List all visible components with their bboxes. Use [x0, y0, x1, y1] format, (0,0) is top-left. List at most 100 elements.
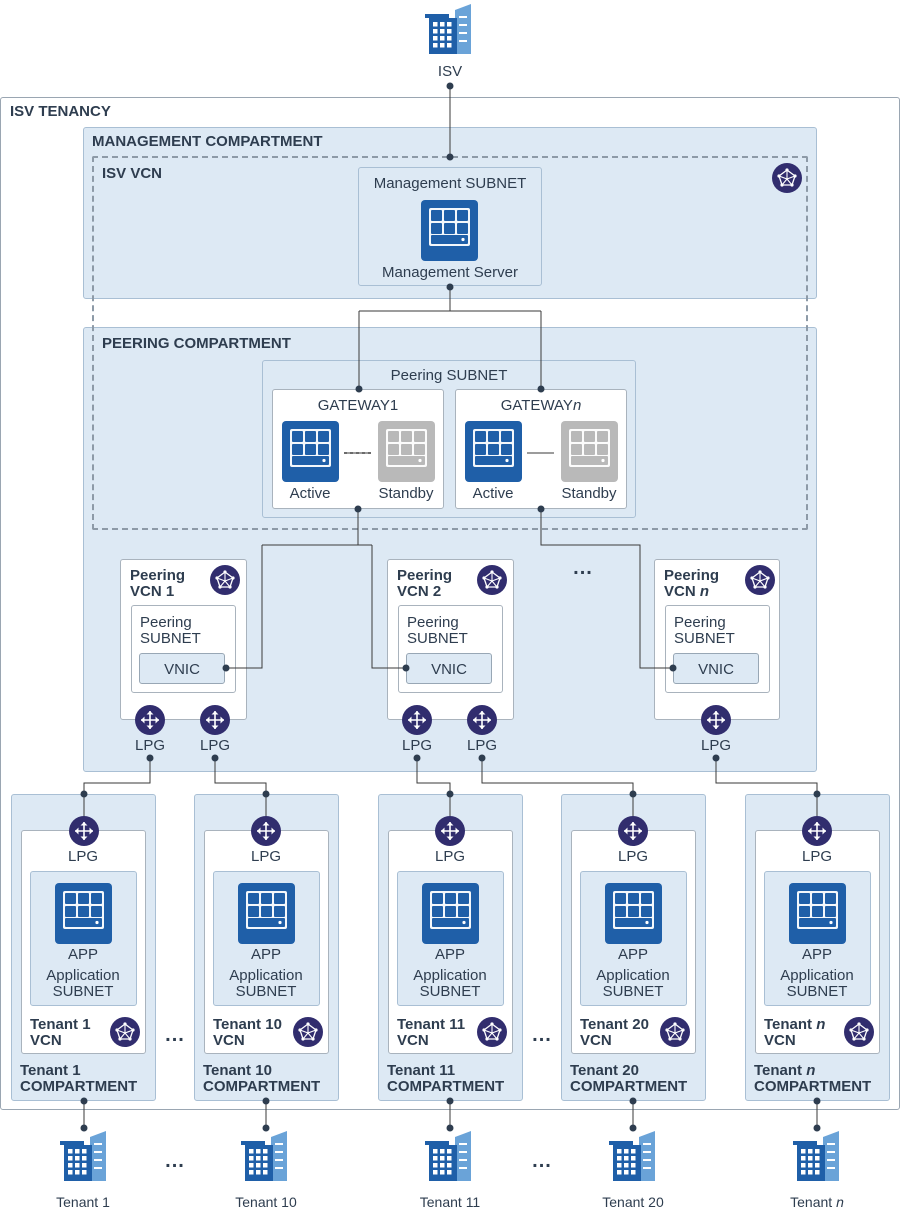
server-cell	[799, 906, 810, 917]
building-roof	[90, 1131, 106, 1137]
tenant-ellipsis: ...	[165, 1024, 185, 1046]
tenant-customer-label: Tenant 11	[420, 1194, 480, 1210]
vcn-node	[780, 183, 784, 187]
tenant-vcn-icon	[477, 1017, 507, 1047]
connector-dot	[80, 790, 88, 798]
building-window	[624, 1149, 629, 1154]
vcn-outline	[850, 1023, 868, 1040]
vcn-node	[865, 1028, 869, 1032]
building-window	[624, 1156, 629, 1161]
tenant-lpg-icon	[802, 816, 832, 846]
building-stripe	[275, 1167, 283, 1169]
building-roof	[455, 4, 471, 10]
server-cell	[414, 431, 425, 442]
building-window	[433, 22, 438, 27]
connector-dot	[446, 1097, 454, 1105]
gatewayn-standby-server-icon	[561, 421, 618, 482]
server-cell	[501, 431, 512, 442]
building-window	[256, 1156, 261, 1161]
server-cell	[458, 906, 469, 917]
tenant-vcn-title-line2: VCN	[397, 1032, 429, 1049]
peering-vcn-1-subnet-line2: SUBNET	[140, 630, 201, 647]
peering-vcn-n-subnet-line2: SUBNET	[674, 630, 735, 647]
vcn-spokes	[751, 572, 769, 588]
server-cell	[641, 906, 652, 917]
vcn-node	[482, 576, 486, 580]
lpg-link-line	[416, 758, 451, 820]
server-cell	[457, 210, 468, 221]
server-drive	[292, 456, 329, 465]
tenant-building-icon	[60, 1131, 106, 1181]
server-drive	[431, 235, 468, 244]
tenant-ellipsis: ...	[532, 1150, 552, 1172]
building-window	[249, 1149, 254, 1154]
building-window	[815, 1149, 820, 1154]
server-led	[95, 920, 99, 925]
connector-dot	[629, 1124, 637, 1132]
vcn-node	[498, 576, 502, 580]
lpg-label-p2: LPG	[199, 737, 231, 754]
isv-tenancy-title: ISV TENANCY	[10, 103, 111, 120]
peering-vcn-n-subnet-line1: Peering	[674, 614, 726, 631]
peering-lpg-icon	[467, 705, 497, 735]
vcn-node	[793, 174, 797, 178]
server-cell	[475, 431, 486, 442]
server-cell	[628, 893, 639, 904]
tenant-app-server-icon	[238, 883, 295, 944]
server-cell	[431, 223, 442, 234]
tenant-customer-label: Tenant n	[790, 1194, 844, 1210]
vcn-node	[301, 1037, 305, 1041]
building-window	[75, 1163, 80, 1168]
peering-vcn-1-vnic-label: VNIC	[164, 661, 200, 678]
building-stripe	[459, 24, 467, 26]
server-led	[322, 458, 326, 463]
tenant-vcn-title-line2: VCN	[213, 1032, 245, 1049]
tenant-subnet-line1: Application	[780, 967, 854, 984]
building-window	[801, 1156, 806, 1161]
tenant-customer-name: Tenant 11	[419, 1194, 481, 1210]
tenant-vcn-title-line1: Tenant 11	[397, 1016, 465, 1033]
tenant-lpg-label: LPG	[67, 848, 99, 865]
peering-vcn-1-title-line1: Peering	[130, 567, 186, 584]
building-window	[263, 1163, 268, 1168]
peering-subnet-title: Peering SUBNET	[390, 367, 508, 384]
building-window	[440, 1149, 445, 1154]
vcn-spokes	[483, 572, 501, 588]
building-stripe	[643, 1167, 651, 1169]
server-cell	[65, 893, 76, 904]
lpg-link-line	[83, 758, 151, 820]
tenant-subnet-line2: SUBNET	[786, 983, 848, 1000]
building-window	[447, 1170, 452, 1175]
building-window	[82, 1170, 87, 1175]
building-cap	[425, 1141, 449, 1145]
building-window	[433, 1163, 438, 1168]
server-cell	[318, 444, 329, 455]
server-cell	[261, 906, 272, 917]
tenant-vcn-title-line1: Tenant 10	[213, 1016, 282, 1033]
vcn-node	[314, 1028, 318, 1032]
building-stripe	[459, 1159, 467, 1161]
building-cap	[793, 1141, 817, 1145]
server-cell	[571, 444, 582, 455]
server-drive	[432, 918, 469, 927]
vcn-outline	[483, 571, 501, 588]
vcn-node	[678, 1037, 682, 1041]
server-drive	[65, 918, 102, 927]
server-drive	[615, 918, 652, 927]
vcn-node	[123, 1022, 127, 1026]
server-cell	[388, 444, 399, 455]
tenant-lpg-label: LPG	[434, 848, 466, 865]
server-cell	[458, 893, 469, 904]
building-roof	[271, 1131, 287, 1137]
building-window	[75, 1149, 80, 1154]
peering-vcn-2-title-line1: Peering	[397, 567, 453, 584]
vcn-node	[750, 576, 754, 580]
tenant-compartment-name: Tenant 20	[570, 1062, 639, 1079]
server-cell	[444, 223, 455, 234]
building-window	[68, 1163, 73, 1168]
vcn-node	[231, 576, 235, 580]
tenant-customer-name: Tenant 10	[235, 1194, 297, 1210]
connector-dot	[813, 1097, 821, 1105]
tenant-vcn-name: Tenant 10	[213, 1016, 282, 1033]
building-window	[433, 29, 438, 34]
